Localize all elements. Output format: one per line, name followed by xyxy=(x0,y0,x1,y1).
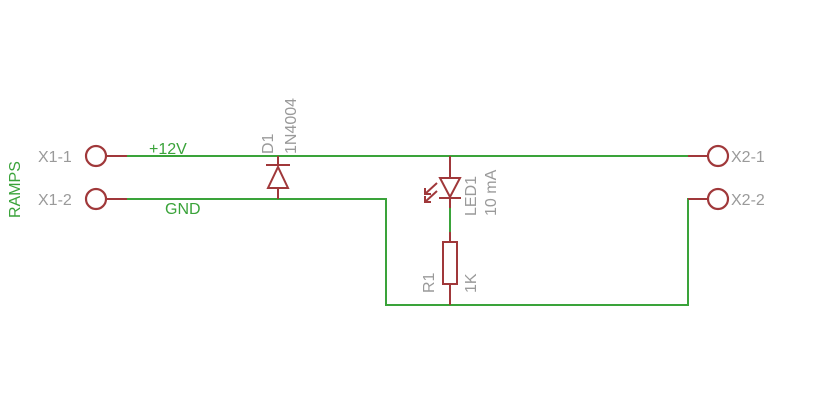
resistor-name-label: R1 xyxy=(421,272,438,293)
connector-label-x1-1: X1-1 xyxy=(38,149,72,166)
led-arrowhead-2 xyxy=(424,196,431,203)
connector-x1-1[interactable] xyxy=(84,144,127,168)
pin-pad xyxy=(706,187,730,211)
connector-x2-1[interactable] xyxy=(688,144,730,168)
led-name-label: LED1 xyxy=(463,176,480,216)
connector-label-x1-2: X1-2 xyxy=(38,192,72,209)
diode-name-label: D1 xyxy=(260,133,277,154)
connector-x1-2[interactable] xyxy=(84,187,127,211)
led-emission-arrows xyxy=(424,182,438,203)
resistor-value-label: 1K xyxy=(463,273,480,293)
led-triangle xyxy=(438,177,462,200)
led-value-label: 10 mA xyxy=(483,169,500,216)
pin-pad xyxy=(84,144,108,168)
resistor-body xyxy=(442,241,458,285)
connector-label-x2-1: X2-1 xyxy=(731,149,765,166)
board-label: RAMPS xyxy=(7,161,24,218)
led-1[interactable] xyxy=(424,156,462,208)
diode-triangle xyxy=(266,164,290,189)
net-label-gnd: GND xyxy=(165,201,201,218)
pin-pad xyxy=(84,187,108,211)
connector-label-x2-2: X2-2 xyxy=(731,192,765,209)
wires xyxy=(107,155,708,306)
connector-x2-2[interactable] xyxy=(688,187,730,211)
led-arrowhead-1 xyxy=(424,188,431,195)
resistor-r1[interactable] xyxy=(442,232,458,305)
diode-value-label: 1N4004 xyxy=(283,98,300,154)
pin-pad xyxy=(706,144,730,168)
net-label-12v: +12V xyxy=(149,141,187,158)
diode-d1[interactable] xyxy=(266,156,290,199)
led-arrow-2 xyxy=(424,190,438,203)
led-arrow-1 xyxy=(424,182,438,195)
